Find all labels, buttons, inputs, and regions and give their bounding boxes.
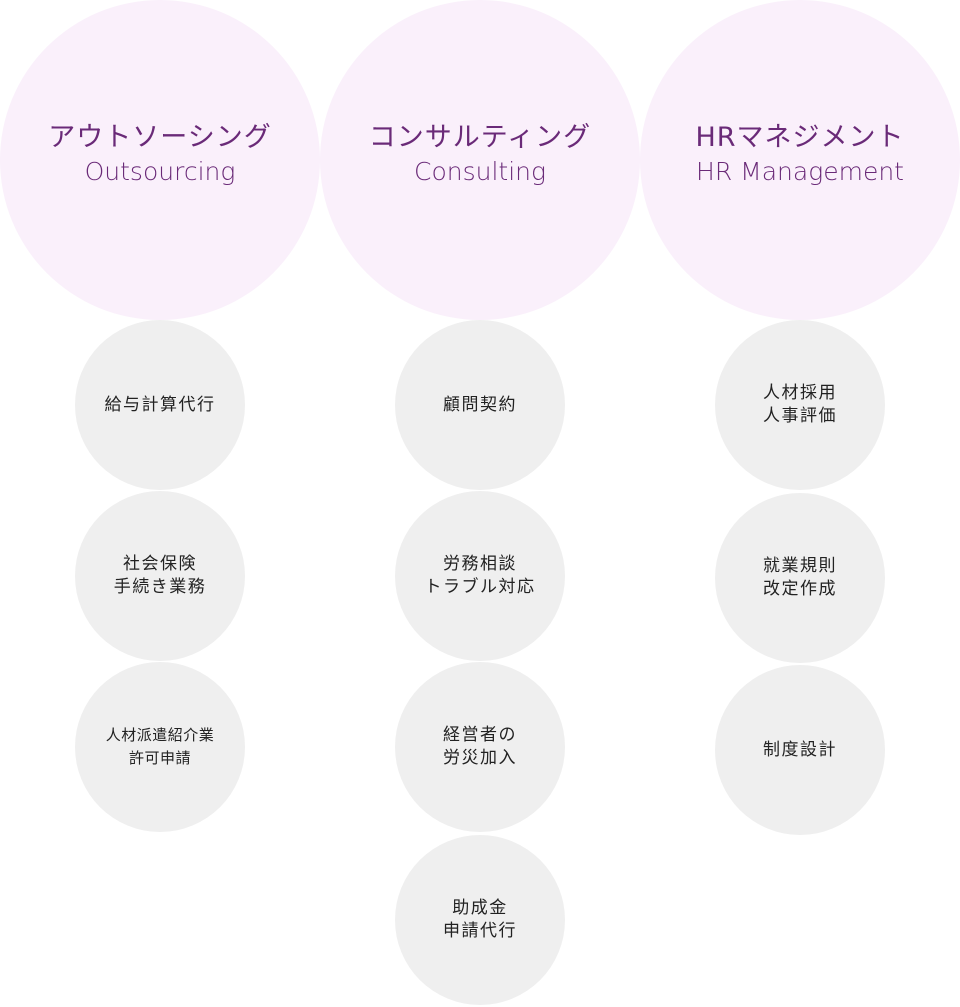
category-title-en: HR Management	[696, 157, 904, 186]
service-item-recruitment-evaluation[interactable]: 人材採用 人事評価	[715, 320, 885, 490]
category-title-ja: コンサルティング	[368, 122, 592, 154]
service-item-subsidy-application[interactable]: 助成金 申請代行	[395, 835, 565, 1005]
service-item-label: 人材採用 人事評価	[763, 383, 837, 426]
category-circle-outsourcing[interactable]: アウトソーシング Outsourcing	[0, 0, 320, 320]
service-item-label: 人材派遣紹介業 許可申請	[105, 726, 215, 767]
service-item-label: 就業規則 改定作成	[763, 556, 837, 599]
category-title-ja: アウトソーシング	[48, 122, 272, 154]
service-item-label: 給与計算代行	[104, 394, 216, 415]
service-column-hr-management: HRマネジメント HR Management 人材採用 人事評価 就業規則 改定…	[640, 0, 960, 1007]
service-item-label: 経営者の 労災加入	[443, 725, 517, 768]
service-item-payroll[interactable]: 給与計算代行	[75, 320, 245, 490]
service-column-outsourcing: アウトソーシング Outsourcing 給与計算代行 社会保険 手続き業務 人…	[0, 0, 320, 1007]
service-item-advisory-contract[interactable]: 顧問契約	[395, 320, 565, 490]
service-item-social-insurance[interactable]: 社会保険 手続き業務	[75, 491, 245, 661]
service-item-label: 顧問契約	[443, 394, 517, 415]
service-item-labor-consultation[interactable]: 労務相談 トラブル対応	[395, 491, 565, 661]
service-item-system-design[interactable]: 制度設計	[715, 665, 885, 835]
service-item-executive-insurance[interactable]: 経営者の 労災加入	[395, 662, 565, 832]
service-item-label: 助成金 申請代行	[443, 898, 517, 941]
category-title-ja: HRマネジメント	[695, 122, 905, 154]
category-circle-consulting[interactable]: コンサルティング Consulting	[320, 0, 640, 320]
service-item-staffing-permit[interactable]: 人材派遣紹介業 許可申請	[75, 662, 245, 832]
service-item-label: 社会保険 手続き業務	[113, 554, 207, 597]
category-circle-hr-management[interactable]: HRマネジメント HR Management	[640, 0, 960, 320]
service-item-work-rules[interactable]: 就業規則 改定作成	[715, 493, 885, 663]
service-column-consulting: コンサルティング Consulting 顧問契約 労務相談 トラブル対応 経営者…	[320, 0, 640, 1007]
service-item-label: 制度設計	[763, 739, 837, 760]
service-item-label: 労務相談 トラブル対応	[424, 554, 536, 597]
category-title-en: Consulting	[413, 157, 546, 186]
category-title-en: Outsourcing	[84, 157, 236, 186]
